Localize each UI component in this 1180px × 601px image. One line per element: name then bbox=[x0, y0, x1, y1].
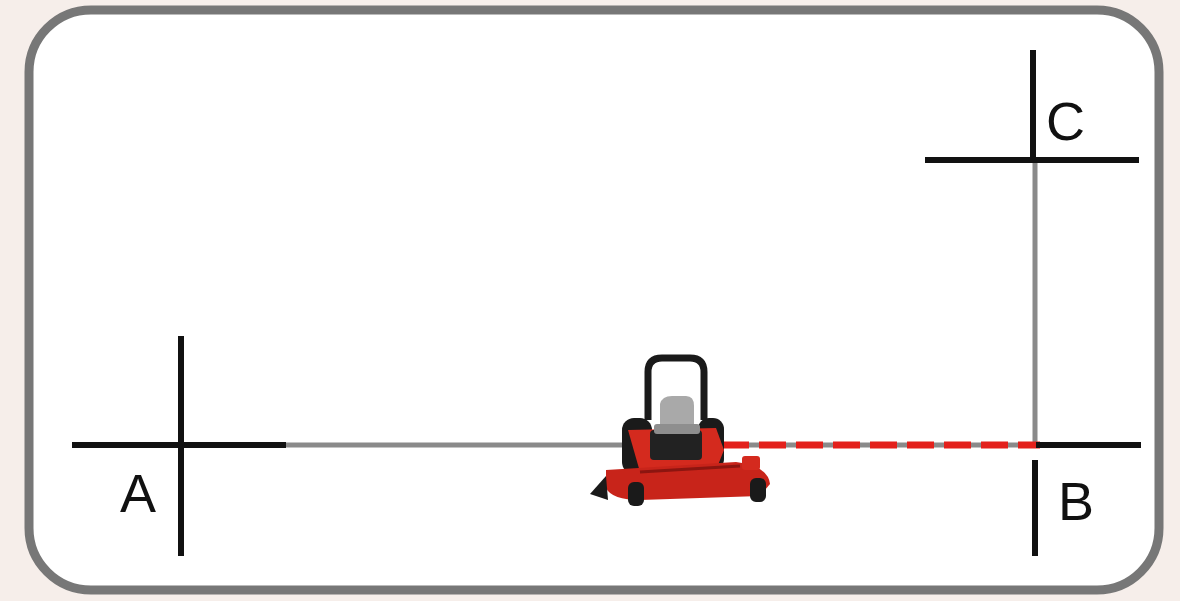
mower bbox=[590, 358, 770, 506]
dashed-path bbox=[722, 442, 1040, 449]
path-line bbox=[700, 443, 1040, 448]
path-line bbox=[285, 443, 640, 448]
crosshair bbox=[1036, 442, 1141, 448]
crosshair bbox=[925, 157, 1139, 163]
point-label: A bbox=[120, 466, 156, 520]
path-line bbox=[1033, 160, 1038, 445]
frame bbox=[29, 10, 1159, 590]
crosshair bbox=[1032, 460, 1038, 556]
crosshair bbox=[178, 336, 184, 556]
point-label: C bbox=[1046, 94, 1085, 148]
point-label: B bbox=[1058, 474, 1094, 528]
crosshair bbox=[1030, 50, 1036, 162]
